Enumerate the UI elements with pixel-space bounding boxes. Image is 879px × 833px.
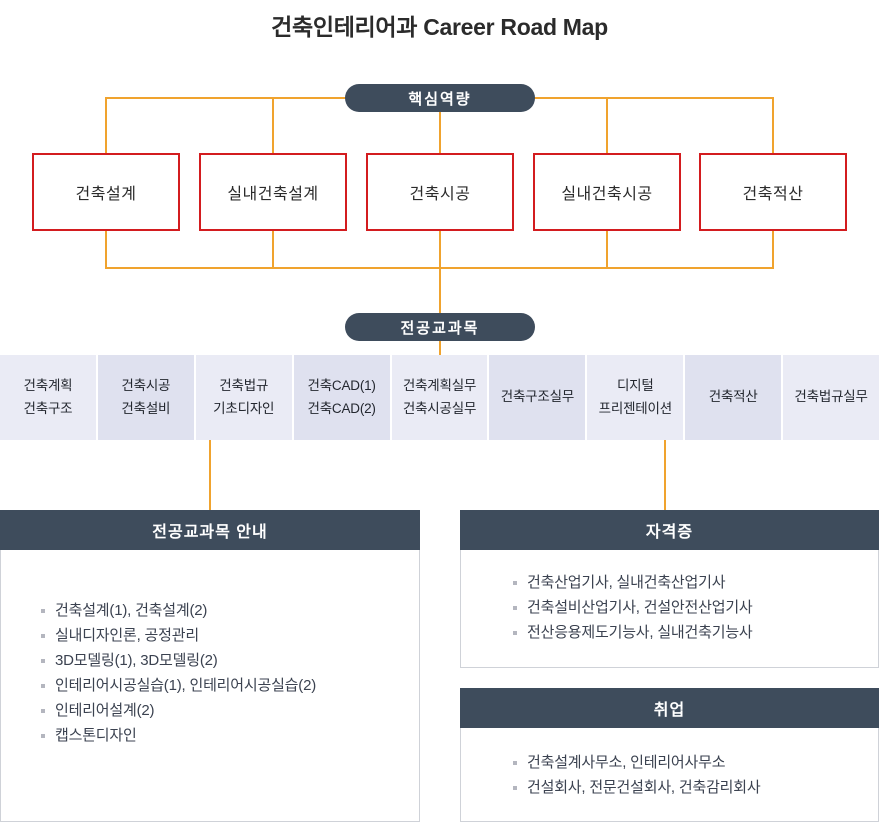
course-box: 건축CAD(1) 건축CAD(2) (293, 355, 390, 440)
list-item-label: 전산응용제도기능사, 실내건축기능사 (527, 624, 753, 641)
certificates-body: 건축산업기사, 실내건축산업기사 건축설비산업기사, 건설안전산업기사 전산응용… (460, 550, 879, 668)
list-item-label: 건축산업기사, 실내건축산업기사 (527, 574, 726, 591)
employment-body: 건축설계사무소, 인테리어사무소 건설회사, 전문건설회사, 건축감리회사 (460, 728, 879, 822)
core-competency-pill: 핵심역량 (345, 84, 535, 112)
bullet-icon (41, 609, 45, 613)
course-box: 디지털 프리젠테이션 (587, 355, 684, 440)
course-line: 디지털 (616, 377, 654, 393)
list-item: 전산응용제도기능사, 실내건축기능사 (513, 620, 858, 645)
course-line: 건축계획 (23, 377, 73, 393)
bullet-icon (513, 786, 517, 790)
course-guide-body: 건축설계(1), 건축설계(2) 실내디자인론, 공정관리 3D모델링(1), … (0, 550, 420, 822)
employment-list: 건축설계사무소, 인테리어사무소 건설회사, 전문건설회사, 건축감리회사 (513, 750, 858, 800)
list-item: 인테리어시공실습(1), 인테리어시공실습(2) (41, 673, 399, 698)
course-box: 건축시공 건축설비 (97, 355, 194, 440)
bullet-icon (41, 684, 45, 688)
course-guide-list: 건축설계(1), 건축설계(2) 실내디자인론, 공정관리 3D모델링(1), … (41, 598, 399, 748)
course-box: 건축적산 (685, 355, 782, 440)
connector-line (664, 440, 666, 510)
list-item: 3D모델링(1), 3D모델링(2) (41, 648, 399, 673)
connector-line (439, 97, 441, 153)
competency-box: 실내건축설계 (199, 153, 347, 231)
course-line: 건축구조실무 (500, 389, 575, 405)
connector-line (209, 440, 211, 510)
list-item: 건축설계(1), 건축설계(2) (41, 598, 399, 623)
course-box: 건축법규 기초디자인 (195, 355, 292, 440)
competency-box: 건축적산 (699, 153, 847, 231)
connector-line (772, 97, 774, 153)
competency-box: 건축시공 (366, 153, 514, 231)
course-guide-panel: 전공교과목 안내 건축설계(1), 건축설계(2) 실내디자인론, 공정관리 3… (0, 510, 420, 822)
course-line: 건축CAD(2) (307, 400, 376, 416)
course-line: 건축계획실무 (402, 377, 477, 393)
course-row: 건축계획 건축구조 건축시공 건축설비 건축법규 기초디자인 건축CAD(1) … (0, 355, 879, 440)
connector-line (439, 341, 441, 355)
list-item: 캡스톤디자인 (41, 723, 399, 748)
course-line: 프리젠테이션 (598, 400, 673, 416)
connector-line (105, 97, 107, 153)
list-item: 실내디자인론, 공정관리 (41, 623, 399, 648)
list-item-label: 건축설비산업기사, 건설안전산업기사 (527, 599, 753, 616)
list-item: 건축산업기사, 실내건축산업기사 (513, 570, 858, 595)
certificates-panel: 자격증 건축산업기사, 실내건축산업기사 건축설비산업기사, 건설안전산업기사 … (460, 510, 879, 668)
connector-line (105, 231, 107, 269)
connector-line (272, 231, 274, 269)
list-item-label: 인테리어시공실습(1), 인테리어시공실습(2) (55, 677, 317, 694)
course-line: 건축설비 (121, 400, 171, 416)
list-item: 건축설비산업기사, 건설안전산업기사 (513, 595, 858, 620)
list-item-label: 실내디자인론, 공정관리 (55, 627, 199, 644)
course-box: 건축법규실무 (783, 355, 879, 440)
list-item-label: 3D모델링(1), 3D모델링(2) (55, 652, 218, 669)
connector-line (606, 231, 608, 269)
course-line: 건축시공실무 (402, 400, 477, 416)
course-guide-header: 전공교과목 안내 (0, 510, 420, 550)
course-line: 건축시공 (121, 377, 171, 393)
bullet-icon (513, 581, 517, 585)
bullet-icon (41, 709, 45, 713)
bullet-icon (513, 761, 517, 765)
certificates-header: 자격증 (460, 510, 879, 550)
bullet-icon (41, 634, 45, 638)
bullet-icon (513, 606, 517, 610)
list-item-label: 건축설계(1), 건축설계(2) (55, 602, 208, 619)
list-item: 인테리어설계(2) (41, 698, 399, 723)
course-line: 기초디자인 (213, 400, 275, 416)
major-courses-pill: 전공교과목 (345, 313, 535, 341)
bullet-icon (41, 659, 45, 663)
connector-line (772, 231, 774, 269)
course-line: 건축법규 (219, 377, 269, 393)
course-box: 건축계획 건축구조 (0, 355, 96, 440)
bullet-icon (41, 734, 45, 738)
employment-panel: 취업 건축설계사무소, 인테리어사무소 건설회사, 전문건설회사, 건축감리회사 (460, 688, 879, 822)
list-item-label: 건설회사, 전문건설회사, 건축감리회사 (527, 779, 761, 796)
competency-box: 건축설계 (32, 153, 180, 231)
course-line: 건축적산 (708, 389, 758, 405)
connector-line (606, 97, 608, 153)
list-item-label: 인테리어설계(2) (55, 702, 155, 719)
list-item: 건축설계사무소, 인테리어사무소 (513, 750, 858, 775)
course-box: 건축구조실무 (489, 355, 586, 440)
connector-line (439, 231, 441, 269)
employment-header: 취업 (460, 688, 879, 728)
connector-line (272, 97, 274, 153)
competency-box: 실내건축시공 (533, 153, 681, 231)
certificates-list: 건축산업기사, 실내건축산업기사 건축설비산업기사, 건설안전산업기사 전산응용… (513, 570, 858, 645)
course-line: 건축구조 (23, 400, 73, 416)
list-item: 건설회사, 전문건설회사, 건축감리회사 (513, 775, 858, 800)
bullet-icon (513, 631, 517, 635)
course-box: 건축계획실무 건축시공실무 (391, 355, 488, 440)
list-item-label: 캡스톤디자인 (55, 727, 137, 744)
list-item-label: 건축설계사무소, 인테리어사무소 (527, 754, 726, 771)
course-line: 건축CAD(1) (307, 377, 376, 393)
course-line: 건축법규실무 (794, 389, 868, 405)
page-title: 건축인테리어과 Career Road Map (271, 14, 608, 40)
connector-line (439, 267, 441, 313)
